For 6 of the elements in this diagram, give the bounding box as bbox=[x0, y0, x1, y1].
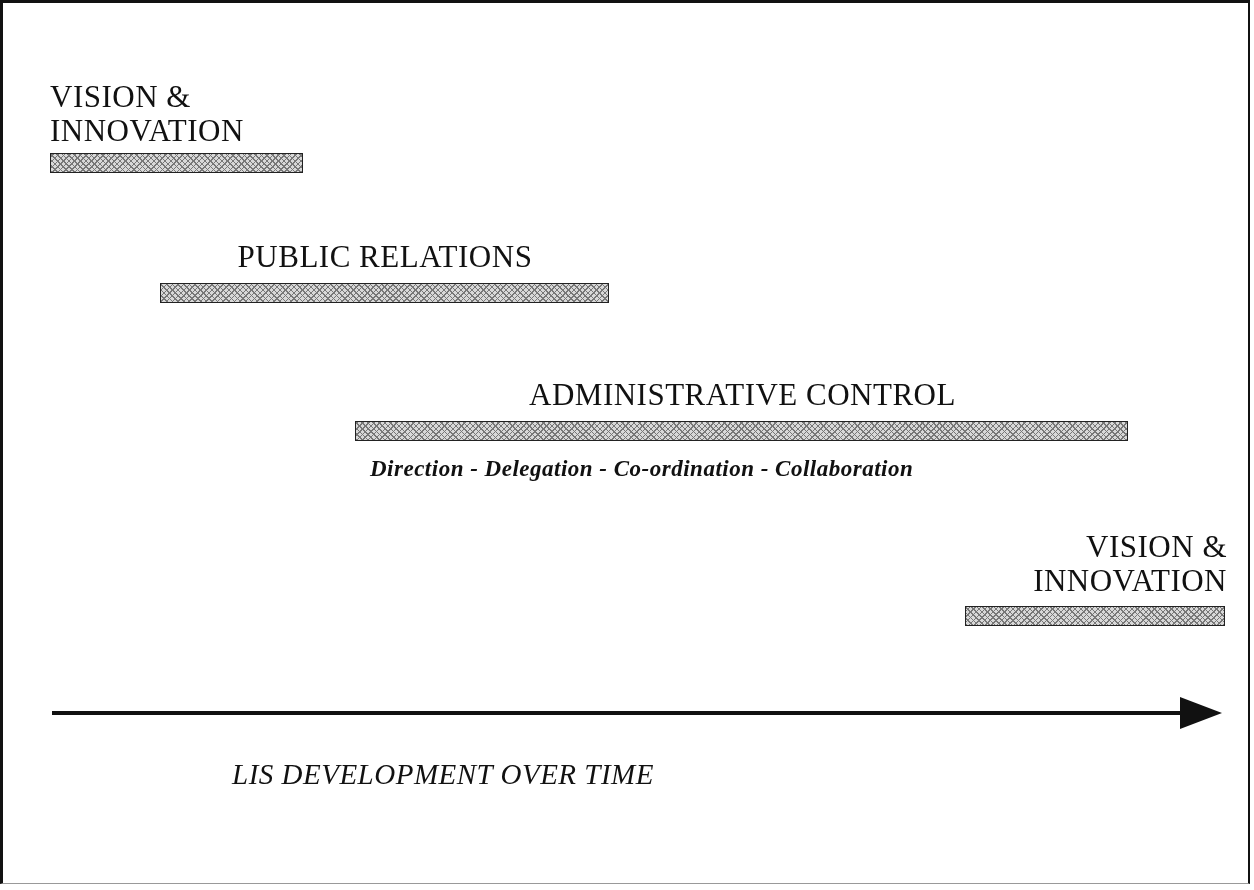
phase-title: PUBLIC RELATIONS bbox=[236, 240, 534, 274]
axis-label: LIS DEVELOPMENT OVER TIME bbox=[232, 758, 654, 791]
phase-note: Direction - Delegation - Co-ordination - Collaboration bbox=[370, 456, 914, 482]
phase-title: VISION & INNOVATION bbox=[50, 80, 245, 148]
phase-title: ADMINISTRATIVE CONTROL bbox=[528, 378, 957, 412]
phase-title: VISION & INNOVATION bbox=[1032, 530, 1227, 598]
